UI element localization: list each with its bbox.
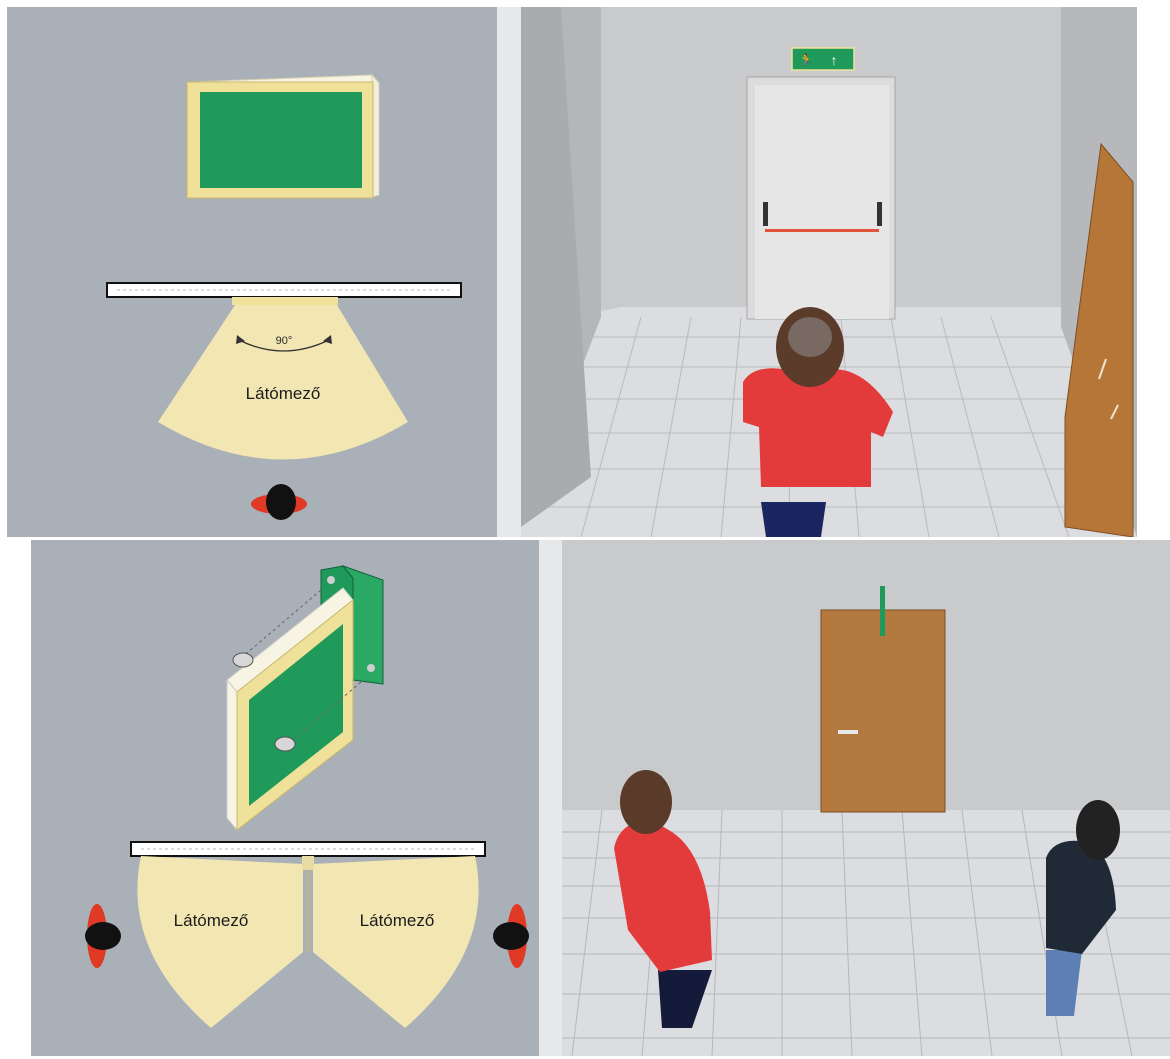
room-scene-panel (562, 540, 1170, 1056)
mounting-plate (232, 297, 338, 305)
wall (107, 283, 461, 297)
exit-door (747, 77, 895, 319)
panel-divider (497, 7, 521, 537)
wall-sign-diagram-panel: 90° Látómező (7, 7, 497, 537)
sign-mount (302, 856, 314, 870)
field-of-view (158, 305, 408, 460)
wall-exit-sign (187, 75, 379, 198)
door (821, 610, 945, 812)
field-of-view-label-right: Látómező (360, 911, 435, 930)
flag-exit-sign (880, 586, 885, 636)
exit-sign: 🏃 ↑ (792, 48, 854, 70)
running-person-icon: 🏃 (799, 53, 814, 67)
corridor-scene-panel: 🏃 ↑ (521, 7, 1137, 537)
flag-sign-diagram-panel: Látómező Látómező (31, 540, 539, 1056)
field-of-view-right (313, 856, 479, 1028)
arrow-up-icon: ↑ (831, 52, 838, 68)
flag-exit-sign (227, 566, 383, 830)
angle-label: 90° (276, 335, 293, 347)
viewer-person-icon (251, 484, 307, 520)
door-handle (838, 730, 858, 734)
panel-divider (539, 540, 562, 1056)
viewer-left-person-icon (85, 904, 121, 968)
field-of-view-left (137, 856, 303, 1028)
wall (131, 842, 485, 856)
viewer-right-person-icon (493, 904, 529, 968)
panic-bar (765, 229, 879, 232)
field-of-view-label-left: Látómező (174, 911, 249, 930)
field-of-view-label: Látómező (246, 384, 321, 403)
